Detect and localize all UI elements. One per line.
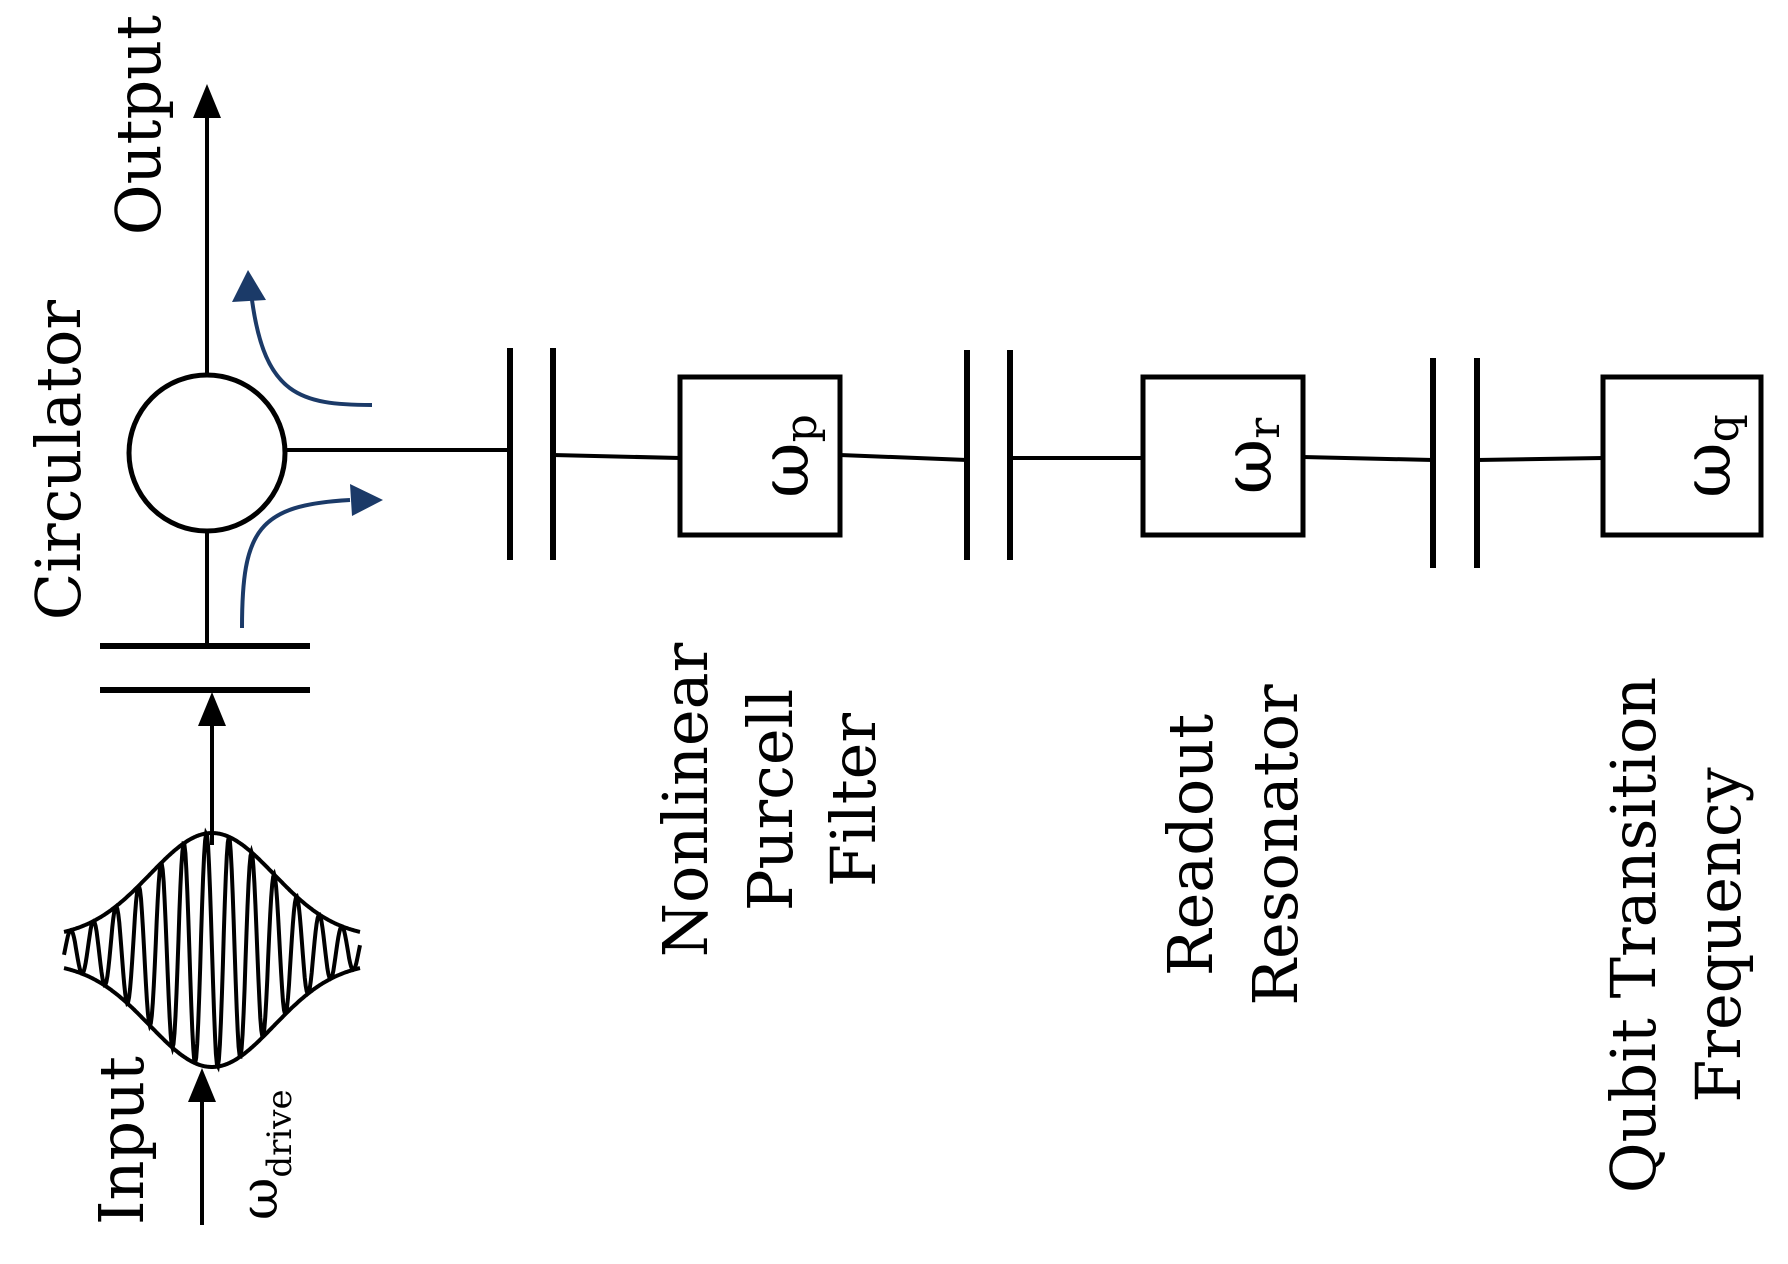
input-line: [188, 692, 226, 1225]
output-label: Output: [102, 15, 175, 235]
wire-c1-to-purcell: [552, 453, 681, 460]
purcell-filter-symbol: ωp: [746, 414, 827, 498]
capacitor-3: [1430, 358, 1480, 568]
flow-arrow-up-head: [232, 270, 266, 302]
circulator-label: Circulator: [22, 300, 95, 621]
input-capacitor-arrowhead: [198, 692, 226, 726]
drive-frequency-label: ωdrive: [230, 1089, 300, 1220]
flow-arrow-right-head: [350, 484, 383, 516]
flow-arrow-up: [250, 299, 373, 407]
purcell-label-line-1-text: Nonlinear: [649, 642, 722, 957]
readout-label-line-2-text: Resonator: [1239, 684, 1312, 1006]
wire-c3-to-qubit: [1476, 456, 1604, 462]
readout-sub: r: [1239, 417, 1290, 439]
circulator-symbol: [126, 372, 288, 534]
signal-flow-arrows: [232, 270, 383, 629]
wire-readout-to-c3: [1302, 455, 1434, 462]
qubit-omega: ω: [1668, 442, 1747, 497]
purcell-label-line-3-text: Filter: [817, 713, 890, 887]
purcell-omega: ω: [746, 442, 825, 497]
readout-omega: ω: [1209, 439, 1288, 494]
drive-pulse: [62, 827, 362, 1073]
readout-label-line-1-text: Readout: [1154, 714, 1227, 976]
qubit-label-group: Qubit Transition Frequency: [1597, 677, 1755, 1193]
qubit-box: [1600, 374, 1764, 538]
qubit-label-line-2-text: Frequency: [1682, 767, 1755, 1102]
readout-resonator-symbol: ωr: [1209, 417, 1290, 494]
purcell-label-line-2-text: Purcell: [734, 689, 807, 911]
qubit-sub: q: [1698, 414, 1749, 442]
readout-resonator-label-group: Readout Resonator: [1154, 684, 1312, 1006]
input-arrowhead: [188, 1068, 216, 1102]
capacitor-1: [507, 348, 556, 560]
capacitor-2: [964, 350, 1013, 560]
output-arrowhead: [193, 84, 221, 118]
wire-purcell-to-c2: [839, 453, 968, 462]
flow-arrow-right: [240, 498, 351, 629]
qubit-label-line-1-text: Qubit Transition: [1597, 677, 1670, 1193]
purcell-sub: p: [776, 414, 827, 442]
input-coupling-capacitor: [100, 643, 310, 693]
purcell-filter-label-group: Nonlinear Purcell Filter: [649, 642, 890, 957]
drive-omega: ω: [230, 1178, 290, 1220]
output-line: [193, 84, 221, 375]
drive-sub: drive: [260, 1089, 300, 1177]
qubit-symbol: ωq: [1668, 414, 1749, 498]
input-label: Input: [85, 1056, 158, 1225]
readout-resonator-box: [1140, 374, 1306, 538]
